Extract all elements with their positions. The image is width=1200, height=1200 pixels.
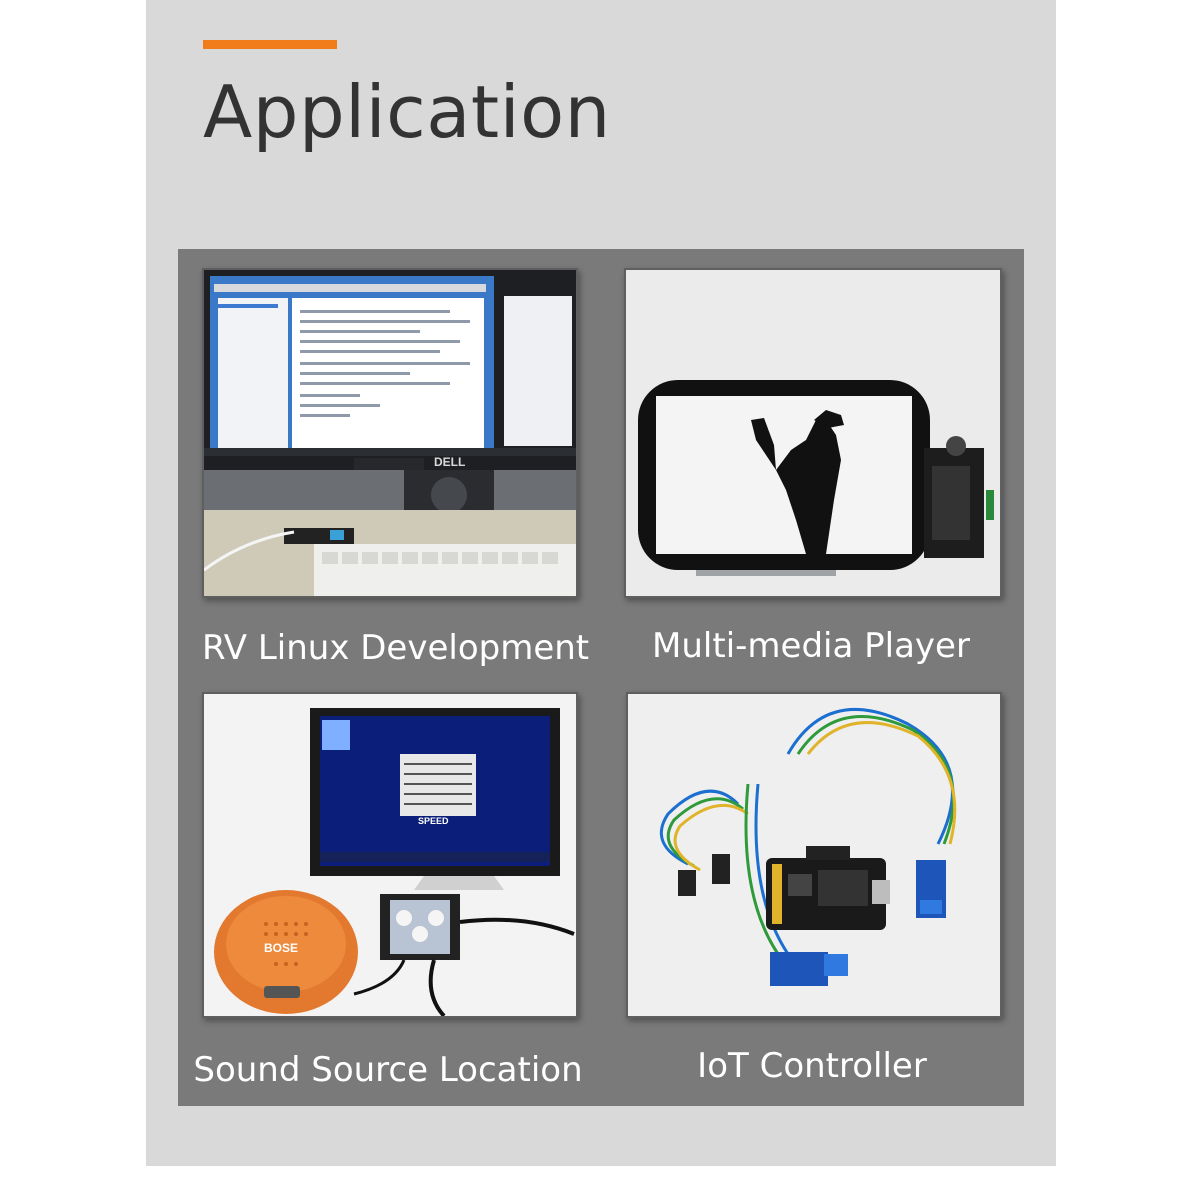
page-title: Application: [203, 70, 611, 154]
tablet-display-photo: [624, 268, 1002, 598]
accent-bar: [203, 40, 337, 49]
caption-multimedia: Multi-media Player: [652, 626, 970, 666]
screen-logo-label: SPEED: [418, 816, 449, 826]
caption-sound-source: Sound Source Location: [193, 1050, 583, 1090]
monitor-brand-label: DELL: [434, 455, 465, 469]
caption-rv-linux: RV Linux Development: [202, 628, 590, 668]
speaker-and-monitor-photo: SPEED BOSE: [202, 692, 578, 1018]
caption-iot-controller: IoT Controller: [697, 1046, 927, 1086]
linux-desktop-monitor-photo: DELL: [202, 268, 578, 598]
speaker-brand-label: BOSE: [264, 941, 298, 955]
wired-board-relays-photo: [626, 692, 1002, 1018]
